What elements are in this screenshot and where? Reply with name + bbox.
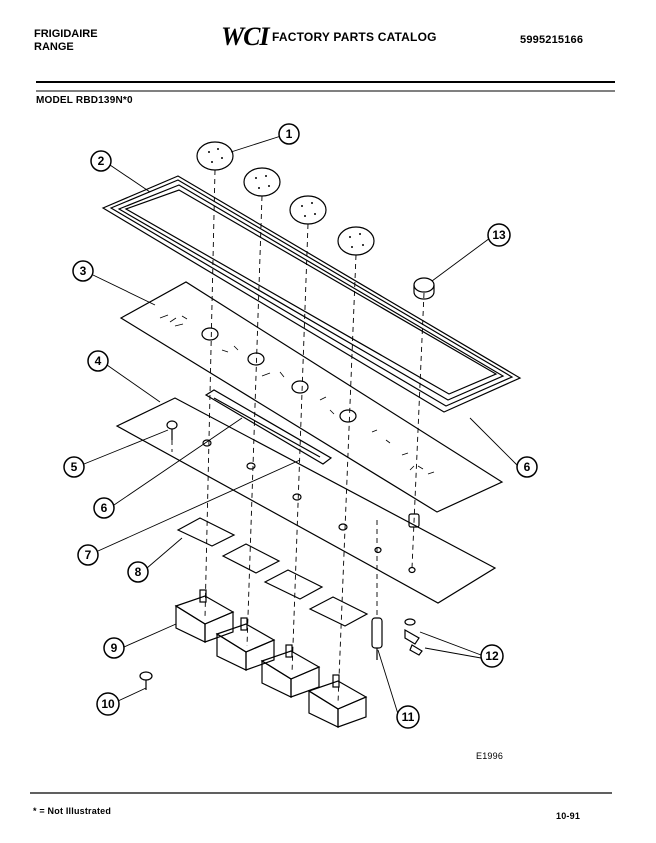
figure-code: E1996 [476, 751, 504, 761]
model-number: MODEL RBD139N*0 [36, 95, 133, 106]
callout-13: 13 [487, 223, 511, 247]
leader-lines [83, 135, 518, 715]
rotary-switch-side [371, 617, 383, 660]
alignment-lines [171, 169, 425, 704]
catalog-date: 10-91 [556, 811, 581, 821]
callout-6-lower: 6 [93, 497, 115, 519]
control-knobs [196, 141, 375, 256]
bracket-strip [204, 389, 333, 465]
callout-1: 1 [278, 123, 300, 145]
insulator-pads [176, 517, 369, 627]
catalog-part-number: 5995215166 [520, 34, 584, 46]
svg-text:5: 5 [71, 460, 78, 474]
catalog-title: FACTORY PARTS CATALOG [272, 30, 437, 44]
infinite-switches [174, 589, 368, 728]
callout-5: 5 [63, 456, 85, 478]
svg-text:2: 2 [98, 154, 105, 168]
svg-text:12: 12 [485, 649, 499, 663]
callout-10: 10 [96, 692, 120, 716]
svg-text:13: 13 [492, 228, 506, 242]
svg-text:8: 8 [135, 565, 142, 579]
svg-text:7: 7 [85, 548, 92, 562]
callout-11: 11 [396, 705, 420, 729]
svg-text:1: 1 [286, 127, 293, 141]
indicator-knob [413, 277, 435, 300]
wci-logo: WCI [221, 22, 270, 51]
control-panel [119, 281, 504, 513]
callout-7: 7 [77, 544, 99, 566]
svg-text:4: 4 [95, 354, 102, 368]
callouts: 1 2 3 4 5 6 6 7 8 9 10 11 12 13 [63, 123, 538, 729]
footnote: * = Not Illustrated [33, 806, 112, 816]
brand-name: FRIGIDAIRE [34, 28, 98, 40]
brand-block: FRIGIDAIRE RANGE [34, 28, 98, 54]
svg-text:6: 6 [101, 501, 108, 515]
panel-screw [166, 420, 178, 440]
callout-6-right: 6 [516, 456, 538, 478]
callout-8: 8 [127, 561, 149, 583]
svg-text:10: 10 [101, 697, 115, 711]
panel-backing [115, 397, 497, 604]
callout-4: 4 [87, 350, 109, 372]
svg-text:3: 3 [80, 264, 87, 278]
svg-text:9: 9 [111, 641, 118, 655]
product-type: RANGE [34, 41, 74, 53]
svg-text:6: 6 [524, 460, 531, 474]
trim-frame [101, 175, 522, 413]
callout-12: 12 [480, 644, 504, 668]
mounting-screw [139, 671, 153, 690]
callout-2: 2 [90, 150, 112, 172]
callout-9: 9 [103, 637, 125, 659]
terminal-clips [404, 618, 423, 656]
svg-text:11: 11 [402, 710, 415, 724]
callout-3: 3 [72, 260, 94, 282]
